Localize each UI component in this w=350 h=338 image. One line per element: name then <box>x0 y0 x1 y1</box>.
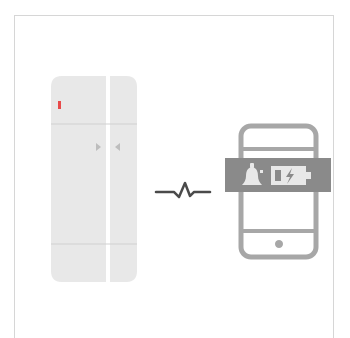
phone-home-button <box>275 240 283 248</box>
sensor-magnet <box>110 76 137 282</box>
signal-icon <box>156 183 210 197</box>
led-indicator <box>58 101 61 109</box>
sensor-magnet-icon <box>51 76 137 282</box>
smartphone-icon <box>225 126 331 257</box>
low-battery-icon <box>271 166 311 185</box>
sensor-split-line <box>106 76 110 282</box>
